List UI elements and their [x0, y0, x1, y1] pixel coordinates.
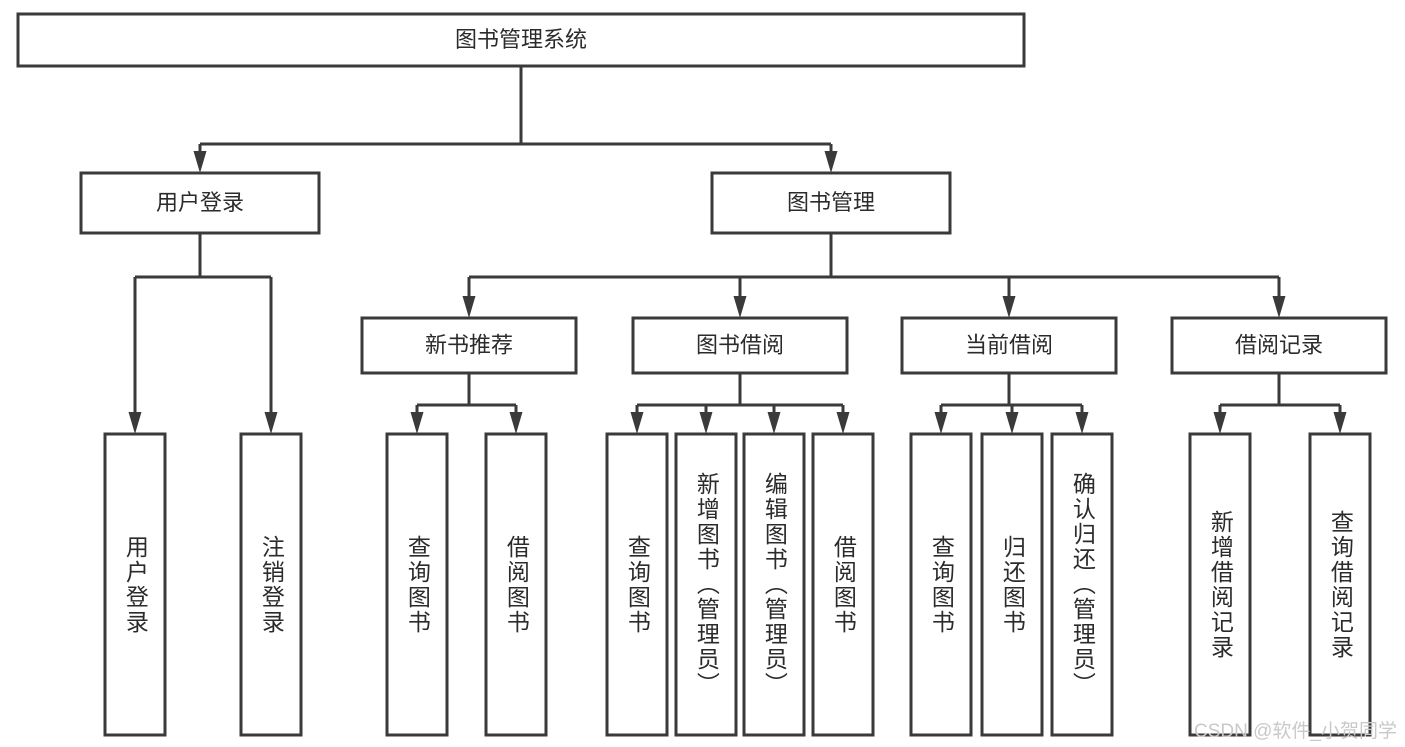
- arrow-head-icon: [1272, 296, 1286, 318]
- node-leaf-user-logout[interactable]: [239, 432, 303, 737]
- arrow-head-icon: [410, 412, 424, 434]
- node-box-book-manage: [710, 171, 952, 235]
- arrow-head-icon: [630, 412, 644, 434]
- node-leaf-add-book[interactable]: [674, 432, 738, 737]
- node-leaf-query-record[interactable]: [1308, 432, 1372, 737]
- node-label-root: 图书管理系统: [455, 27, 587, 52]
- arrow-head-icon: [264, 412, 278, 434]
- node-box-leaf-user-login: [103, 432, 167, 737]
- arrow-head-icon: [836, 412, 850, 434]
- arrow-head-icon: [462, 296, 476, 318]
- node-box-leaf-query-book-cur: [909, 432, 973, 737]
- node-box-leaf-add-book: [674, 432, 738, 737]
- node-borrow-record[interactable]: 借阅记录: [1170, 316, 1388, 375]
- arrow-head-icon: [824, 151, 838, 173]
- node-leaf-add-record[interactable]: [1188, 432, 1252, 737]
- node-leaf-borrow-book[interactable]: [811, 432, 875, 737]
- arrow-head-icon: [1333, 412, 1347, 434]
- node-label-book-borrow: 图书借阅: [696, 332, 784, 357]
- arrow-head-icon: [509, 412, 523, 434]
- node-label-borrow-record: 借阅记录: [1235, 332, 1323, 357]
- node-box-leaf-query-record: [1308, 432, 1372, 737]
- arrow-head-icon: [934, 412, 948, 434]
- node-box-leaf-query-book-rec: [385, 432, 449, 737]
- connector-group-borrow-record: [1213, 373, 1347, 434]
- node-label-new-book-rec: 新书推荐: [425, 332, 513, 357]
- node-box-book-borrow: [631, 316, 849, 375]
- node-book-borrow[interactable]: 图书借阅: [631, 316, 849, 375]
- connector-group-book-manage: [462, 233, 1286, 318]
- node-box-leaf-user-logout: [239, 432, 303, 737]
- connector-group-user-login: [128, 233, 278, 434]
- node-label-current-borrow: 当前借阅: [965, 332, 1053, 357]
- node-leaf-query-book-cur[interactable]: [909, 432, 973, 737]
- arrow-head-icon: [733, 296, 747, 318]
- arrow-head-icon: [1075, 412, 1089, 434]
- node-leaf-edit-book[interactable]: [742, 432, 806, 737]
- arrow-head-icon: [699, 412, 713, 434]
- node-leaf-borrow-book-rec[interactable]: [484, 432, 548, 737]
- node-current-borrow[interactable]: 当前借阅: [900, 316, 1118, 375]
- arrow-head-icon: [128, 412, 142, 434]
- node-box-leaf-confirm-return: [1050, 432, 1114, 737]
- connector-group-book-borrow: [630, 373, 850, 434]
- node-user-login[interactable]: 用户登录: [79, 171, 321, 235]
- node-box-user-login: [79, 171, 321, 235]
- node-box-current-borrow: [900, 316, 1118, 375]
- arrow-head-icon: [767, 412, 781, 434]
- node-label-user-login: 用户登录: [156, 190, 244, 215]
- arrow-head-icon: [193, 151, 207, 173]
- node-box-leaf-borrow-book: [811, 432, 875, 737]
- node-box-leaf-return-book: [980, 432, 1044, 737]
- arrow-head-icon: [1005, 412, 1019, 434]
- node-box-leaf-query-book-borrow: [605, 432, 669, 737]
- node-root[interactable]: 图书管理系统: [16, 12, 1026, 68]
- node-leaf-confirm-return[interactable]: [1050, 432, 1114, 737]
- node-leaf-user-login[interactable]: [103, 432, 167, 737]
- node-leaf-return-book[interactable]: [980, 432, 1044, 737]
- arrow-head-icon: [1213, 412, 1227, 434]
- node-box-leaf-edit-book: [742, 432, 806, 737]
- node-label-book-manage: 图书管理: [787, 190, 875, 215]
- node-leaf-query-book-rec[interactable]: [385, 432, 449, 737]
- node-book-manage[interactable]: 图书管理: [710, 171, 952, 235]
- node-box-leaf-add-record: [1188, 432, 1252, 737]
- node-box-borrow-record: [1170, 316, 1388, 375]
- watermark: CSDN @软件_小贺同学: [1194, 721, 1397, 742]
- node-box-new-book-rec: [360, 316, 578, 375]
- connectors-layer: [128, 66, 1347, 434]
- node-leaf-query-book-borrow[interactable]: [605, 432, 669, 737]
- node-box-leaf-borrow-book-rec: [484, 432, 548, 737]
- connector-group-root: [193, 66, 838, 173]
- connector-group-current-borrow: [934, 373, 1089, 434]
- node-box-root: [16, 12, 1026, 68]
- connector-group-new-book-rec: [410, 373, 523, 434]
- arrow-head-icon: [1002, 296, 1016, 318]
- node-new-book-rec[interactable]: 新书推荐: [360, 316, 578, 375]
